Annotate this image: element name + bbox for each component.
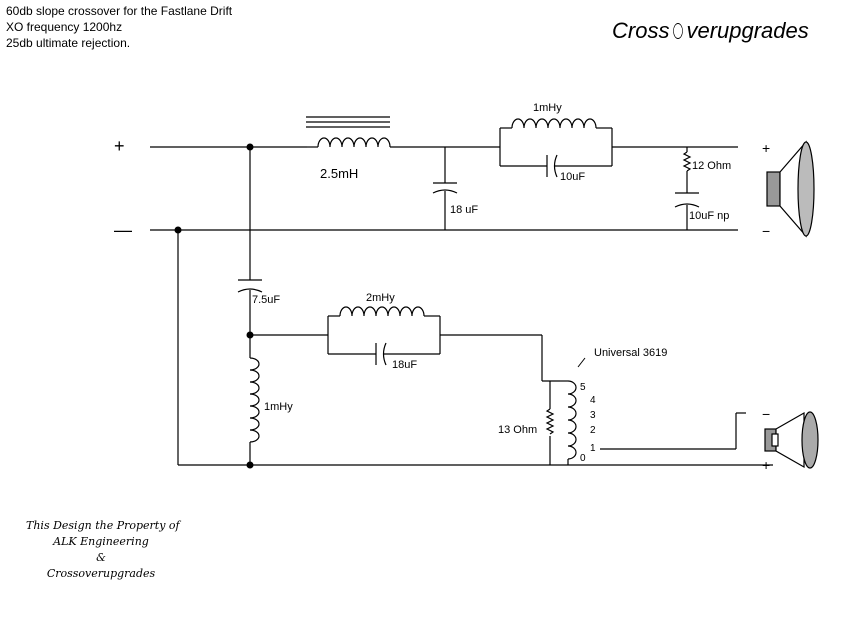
tap-5: 5 [580,382,586,393]
label-tweeter-series-cap: 7.5uF [252,294,280,306]
tweeter-resistor [545,381,555,465]
tweeter-shunt-inductor [249,357,260,465]
autoformer-3619 [560,357,586,465]
label-zobel-cap: 10uF np [689,210,729,222]
credit-line-2: ALK Engineering [53,535,149,548]
tweeter-series-cap [237,147,263,358]
design-credit: This Design the Property of ALK Engineer… [26,518,180,582]
woofer-minus-label: − [762,223,770,239]
woofer-speaker [766,140,815,238]
brand-logo: Cross verupgrades [612,18,809,44]
tap-4: 4 [590,395,596,406]
header-title: 60db slope crossover for the Fastlane Dr… [6,4,233,18]
tap-0: 0 [580,453,586,464]
label-tweeter-shunt-inductor: 1mHy [264,401,293,413]
tweeter-speaker [764,411,819,469]
brand-part1: Cross [612,18,670,43]
input-plus-label: + [114,136,125,156]
header-rejection: 25db ultimate rejection. [6,36,131,50]
tap-3: 3 [590,410,596,421]
label-woofer-trap-inductor: 1mHy [533,102,562,114]
label-tweeter-resistor: 13 Ohm [498,424,537,436]
inductor-2-5mh [306,116,391,148]
tweeter-plus-label: + [762,457,770,473]
tweeter-trap [327,306,441,366]
input-minus-label: — [114,220,132,240]
credit-line-4: Crossoverupgrades [46,567,156,580]
label-woofer-trap-cap: 10uF [560,171,585,183]
woofer-plus-label: + [762,140,770,156]
woofer-trap [499,118,613,178]
brand-part2: verupgrades [686,18,809,43]
header-frequency: XO frequency 1200hz [6,20,123,34]
tap-2: 2 [590,425,596,436]
tap-1: 1 [590,443,596,454]
label-tweeter-trap-inductor: 2mHy [366,292,395,304]
label-autoformer: Universal 3619 [594,347,667,359]
junction-dots [174,143,254,469]
label-2-5mh: 2.5mH [320,166,358,181]
woofer-zobel [674,147,700,230]
label-zobel-resistor: 12 Ohm [692,160,731,172]
woofer-shunt-cap [432,147,458,230]
label-tweeter-trap-cap: 18uF [392,359,417,371]
credit-line-1: This Design the Property of [26,519,180,532]
tweeter-minus-label: − [762,406,770,422]
label-woofer-shunt-cap: 18 uF [450,204,478,216]
credit-line-3: & [96,551,106,564]
